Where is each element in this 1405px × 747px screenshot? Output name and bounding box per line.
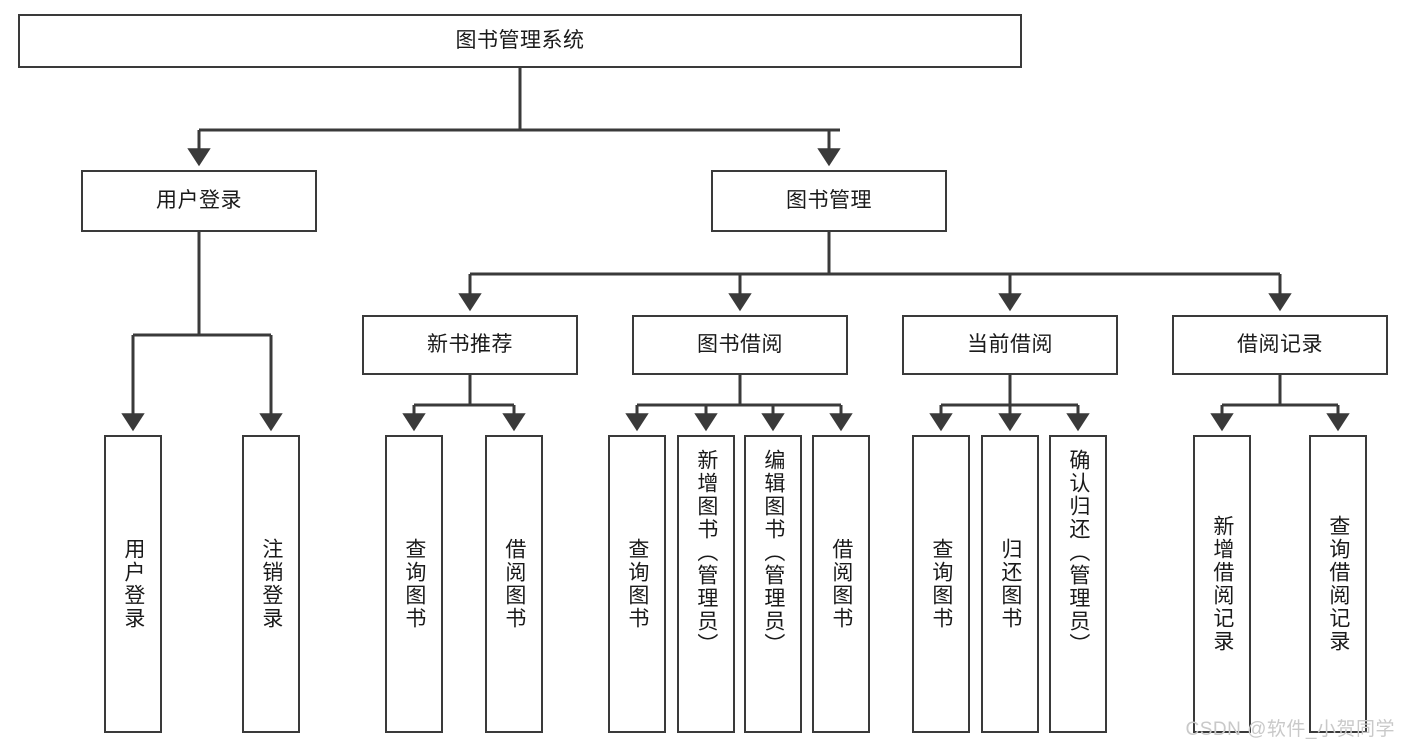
node-leaf-user-logout-label: 注销登录: [259, 538, 283, 630]
node-leaf-edit-book-label: 编辑图书（管理员）: [761, 449, 785, 656]
node-book-borrow-label: 图书借阅: [697, 333, 783, 357]
node-leaf-user-login[interactable]: 用户登录: [104, 435, 162, 733]
node-root-label: 图书管理系统: [455, 29, 585, 53]
node-leaf-query-book-2[interactable]: 查询图书: [608, 435, 666, 733]
node-leaf-borrow-book-1[interactable]: 借阅图书: [485, 435, 543, 733]
node-leaf-query-record[interactable]: 查询借阅记录: [1309, 435, 1367, 733]
node-leaf-borrow-book-2[interactable]: 借阅图书: [812, 435, 870, 733]
node-leaf-query-book-2-label: 查询图书: [625, 538, 649, 630]
node-user-login[interactable]: 用户登录: [81, 170, 317, 232]
node-leaf-borrow-book-1-label: 借阅图书: [502, 538, 526, 630]
node-borrow-record-label: 借阅记录: [1237, 333, 1323, 357]
node-user-login-label: 用户登录: [156, 189, 242, 213]
node-leaf-borrow-book-2-label: 借阅图书: [829, 538, 853, 630]
node-root[interactable]: 图书管理系统: [18, 14, 1022, 68]
node-leaf-return-book-label: 归还图书: [998, 538, 1022, 630]
node-leaf-query-book-3[interactable]: 查询图书: [912, 435, 970, 733]
node-leaf-query-book-1[interactable]: 查询图书: [385, 435, 443, 733]
node-leaf-return-book[interactable]: 归还图书: [981, 435, 1039, 733]
node-leaf-user-login-label: 用户登录: [121, 538, 145, 630]
node-leaf-add-book-label: 新增图书（管理员）: [694, 449, 718, 656]
node-current-borrow[interactable]: 当前借阅: [902, 315, 1118, 375]
node-leaf-query-book-3-label: 查询图书: [929, 538, 953, 630]
node-leaf-add-record[interactable]: 新增借阅记录: [1193, 435, 1251, 733]
node-leaf-user-logout[interactable]: 注销登录: [242, 435, 300, 733]
node-current-borrow-label: 当前借阅: [967, 333, 1053, 357]
node-leaf-add-record-label: 新增借阅记录: [1210, 515, 1234, 653]
node-book-borrow[interactable]: 图书借阅: [632, 315, 848, 375]
node-leaf-add-book[interactable]: 新增图书（管理员）: [677, 435, 735, 733]
node-book-manage[interactable]: 图书管理: [711, 170, 947, 232]
node-leaf-query-book-1-label: 查询图书: [402, 538, 426, 630]
node-leaf-edit-book[interactable]: 编辑图书（管理员）: [744, 435, 802, 733]
node-borrow-record[interactable]: 借阅记录: [1172, 315, 1388, 375]
node-leaf-confirm-return-label: 确认归还（管理员）: [1066, 449, 1090, 656]
watermark-text: CSDN @软件_小贺同学: [1185, 719, 1395, 740]
node-new-book-rec-label: 新书推荐: [427, 333, 513, 357]
node-leaf-confirm-return[interactable]: 确认归还（管理员）: [1049, 435, 1107, 733]
node-leaf-query-record-label: 查询借阅记录: [1326, 515, 1350, 653]
node-new-book-rec[interactable]: 新书推荐: [362, 315, 578, 375]
node-book-manage-label: 图书管理: [786, 189, 872, 213]
